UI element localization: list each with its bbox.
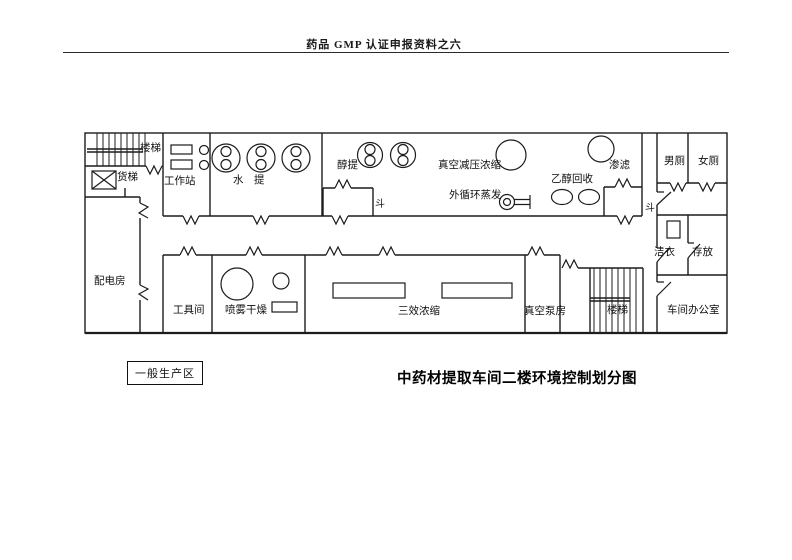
header-rule <box>63 52 729 53</box>
swing-door-icons <box>656 191 701 297</box>
percolation-tank-icon <box>587 135 615 163</box>
room-label-workshop-office: 车间办公室 <box>667 305 720 316</box>
room-label-storage: 存放 <box>692 247 713 258</box>
stairs-bottom-hatch-icon <box>590 268 637 333</box>
room-label-alcohol-extraction: 醇提 <box>337 160 358 171</box>
freight-elevator-icon <box>91 170 117 190</box>
room-label-power-room: 配电房 <box>94 276 126 287</box>
vacuum-concentrator-icon <box>495 139 527 171</box>
room-label-vacuum-pump-room: 真空泵房 <box>524 306 566 317</box>
triple-effect-evaporator-icon <box>332 282 513 299</box>
room-label-hopper-right: 斗 <box>645 203 655 214</box>
room-label-workstation: 工作站 <box>164 176 196 187</box>
page-header: 药品 GMP 认证申报资料之六 <box>306 39 462 51</box>
door-icons <box>137 164 716 301</box>
alcohol-extraction-tanks-icon <box>356 141 417 169</box>
room-label-freight-elevator: 货梯 <box>117 172 138 183</box>
room-label-triple-effect: 三效浓缩 <box>398 306 440 317</box>
room-label-spray-drying: 喷雾干燥 <box>225 305 267 316</box>
diagram-caption: 中药材提取车间二楼环境控制划分图 <box>397 371 637 387</box>
clean-clothes-cabinet-icon <box>666 220 681 239</box>
room-label-mens-toilet: 男厕 <box>664 156 685 167</box>
room-label-water-extraction: 水 提 <box>233 175 265 186</box>
stairs-top-hatch-icon <box>87 133 146 166</box>
room-label-stairs-top: 楼梯 <box>140 143 161 154</box>
external-evaporator-icon <box>498 193 531 211</box>
legend-box: 一般生产区 <box>127 361 203 385</box>
room-label-hopper-left: 斗 <box>375 199 385 210</box>
legend-label: 一般生产区 <box>135 368 195 380</box>
water-extraction-tanks-icon <box>211 143 311 173</box>
room-label-stairs-bottom: 楼梯 <box>607 305 628 316</box>
equipment-icons <box>170 135 681 313</box>
workstation-equipment-icon <box>170 144 210 171</box>
ethanol-recovery-tanks-icon <box>550 188 601 206</box>
room-label-external-evaporation: 外循环蒸发 <box>449 190 502 201</box>
spray-dryer-icon <box>220 267 298 313</box>
room-label-clean-clothes: 洁衣 <box>654 247 675 258</box>
room-label-vacuum-concentration: 真空减压浓缩 <box>438 160 501 171</box>
room-label-tool-room: 工具间 <box>173 305 205 316</box>
room-label-ethanol-recovery: 乙醇回收 <box>551 174 593 185</box>
floorplan-walls <box>84 132 728 335</box>
room-label-percolation: 渗滤 <box>609 160 630 171</box>
room-label-womens-toilet: 女厕 <box>698 156 719 167</box>
